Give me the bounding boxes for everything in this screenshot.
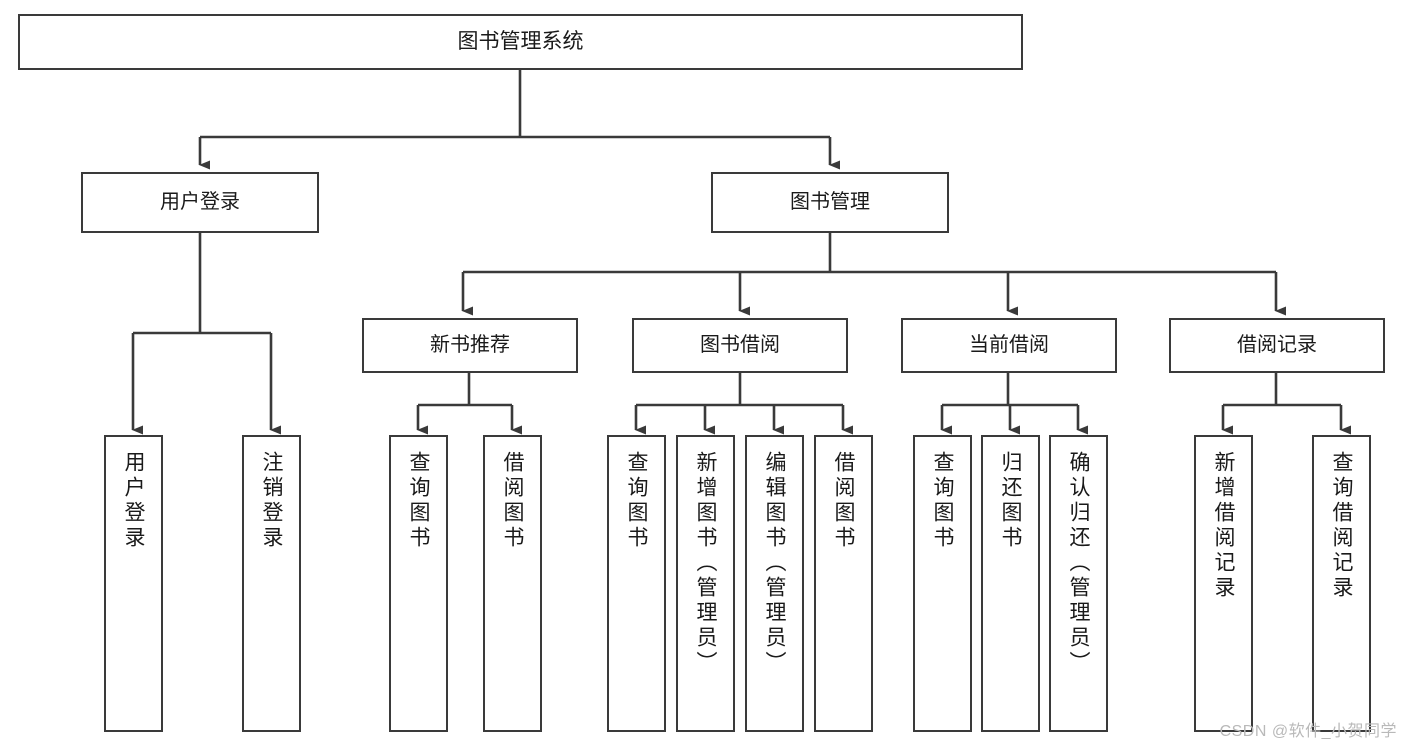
leaf-query-borrow-record[interactable]: 查询借阅记录 — [1312, 435, 1371, 732]
leaf-add-borrow-record-label: 新增借阅记录 — [1212, 451, 1235, 601]
leaf-borrow-book-1-label: 借阅图书 — [501, 451, 524, 551]
leaf-user-login-label: 用户登录 — [122, 451, 145, 551]
leaf-user-logout-label: 注销登录 — [260, 451, 283, 551]
node-user-login-label: 用户登录 — [160, 190, 240, 213]
leaf-query-book-1[interactable]: 查询图书 — [389, 435, 448, 732]
leaf-query-book-3-label: 查询图书 — [931, 451, 954, 551]
leaf-edit-book[interactable]: 编辑图书（管理员） — [745, 435, 804, 732]
leaf-query-book-3[interactable]: 查询图书 — [913, 435, 972, 732]
node-user-login[interactable]: 用户登录 — [81, 172, 319, 233]
node-book-manage-label: 图书管理 — [790, 190, 870, 213]
leaf-query-book-1-label: 查询图书 — [407, 451, 430, 551]
node-borrow-record-label: 借阅记录 — [1237, 333, 1317, 356]
leaf-confirm-return[interactable]: 确认归还（管理员） — [1049, 435, 1108, 732]
leaf-add-book-label: 新增图书（管理员） — [694, 451, 717, 676]
leaf-edit-book-label: 编辑图书（管理员） — [763, 451, 786, 676]
leaf-add-book[interactable]: 新增图书（管理员） — [676, 435, 735, 732]
leaf-user-logout[interactable]: 注销登录 — [242, 435, 301, 732]
leaf-query-book-2-label: 查询图书 — [625, 451, 648, 551]
node-book-manage[interactable]: 图书管理 — [711, 172, 949, 233]
node-root[interactable]: 图书管理系统 — [18, 14, 1023, 70]
leaf-confirm-return-label: 确认归还（管理员） — [1067, 451, 1090, 676]
node-book-borrow-label: 图书借阅 — [700, 333, 780, 356]
node-current-borrow[interactable]: 当前借阅 — [901, 318, 1117, 373]
leaf-return-book-label: 归还图书 — [999, 451, 1022, 551]
leaf-borrow-book-2-label: 借阅图书 — [832, 451, 855, 551]
node-root-label: 图书管理系统 — [457, 29, 584, 53]
leaf-borrow-book-1[interactable]: 借阅图书 — [483, 435, 542, 732]
leaf-borrow-book-2[interactable]: 借阅图书 — [814, 435, 873, 732]
leaf-query-borrow-record-label: 查询借阅记录 — [1330, 451, 1353, 601]
node-new-book-recommend[interactable]: 新书推荐 — [362, 318, 578, 373]
node-current-borrow-label: 当前借阅 — [969, 333, 1049, 356]
node-book-borrow[interactable]: 图书借阅 — [632, 318, 848, 373]
leaf-return-book[interactable]: 归还图书 — [981, 435, 1040, 732]
node-new-book-recommend-label: 新书推荐 — [430, 333, 510, 356]
leaf-user-login[interactable]: 用户登录 — [104, 435, 163, 732]
leaf-add-borrow-record[interactable]: 新增借阅记录 — [1194, 435, 1253, 732]
leaf-query-book-2[interactable]: 查询图书 — [607, 435, 666, 732]
node-borrow-record[interactable]: 借阅记录 — [1169, 318, 1385, 373]
csdn-watermark: CSDN @软件_小贺同学 — [1219, 723, 1397, 740]
